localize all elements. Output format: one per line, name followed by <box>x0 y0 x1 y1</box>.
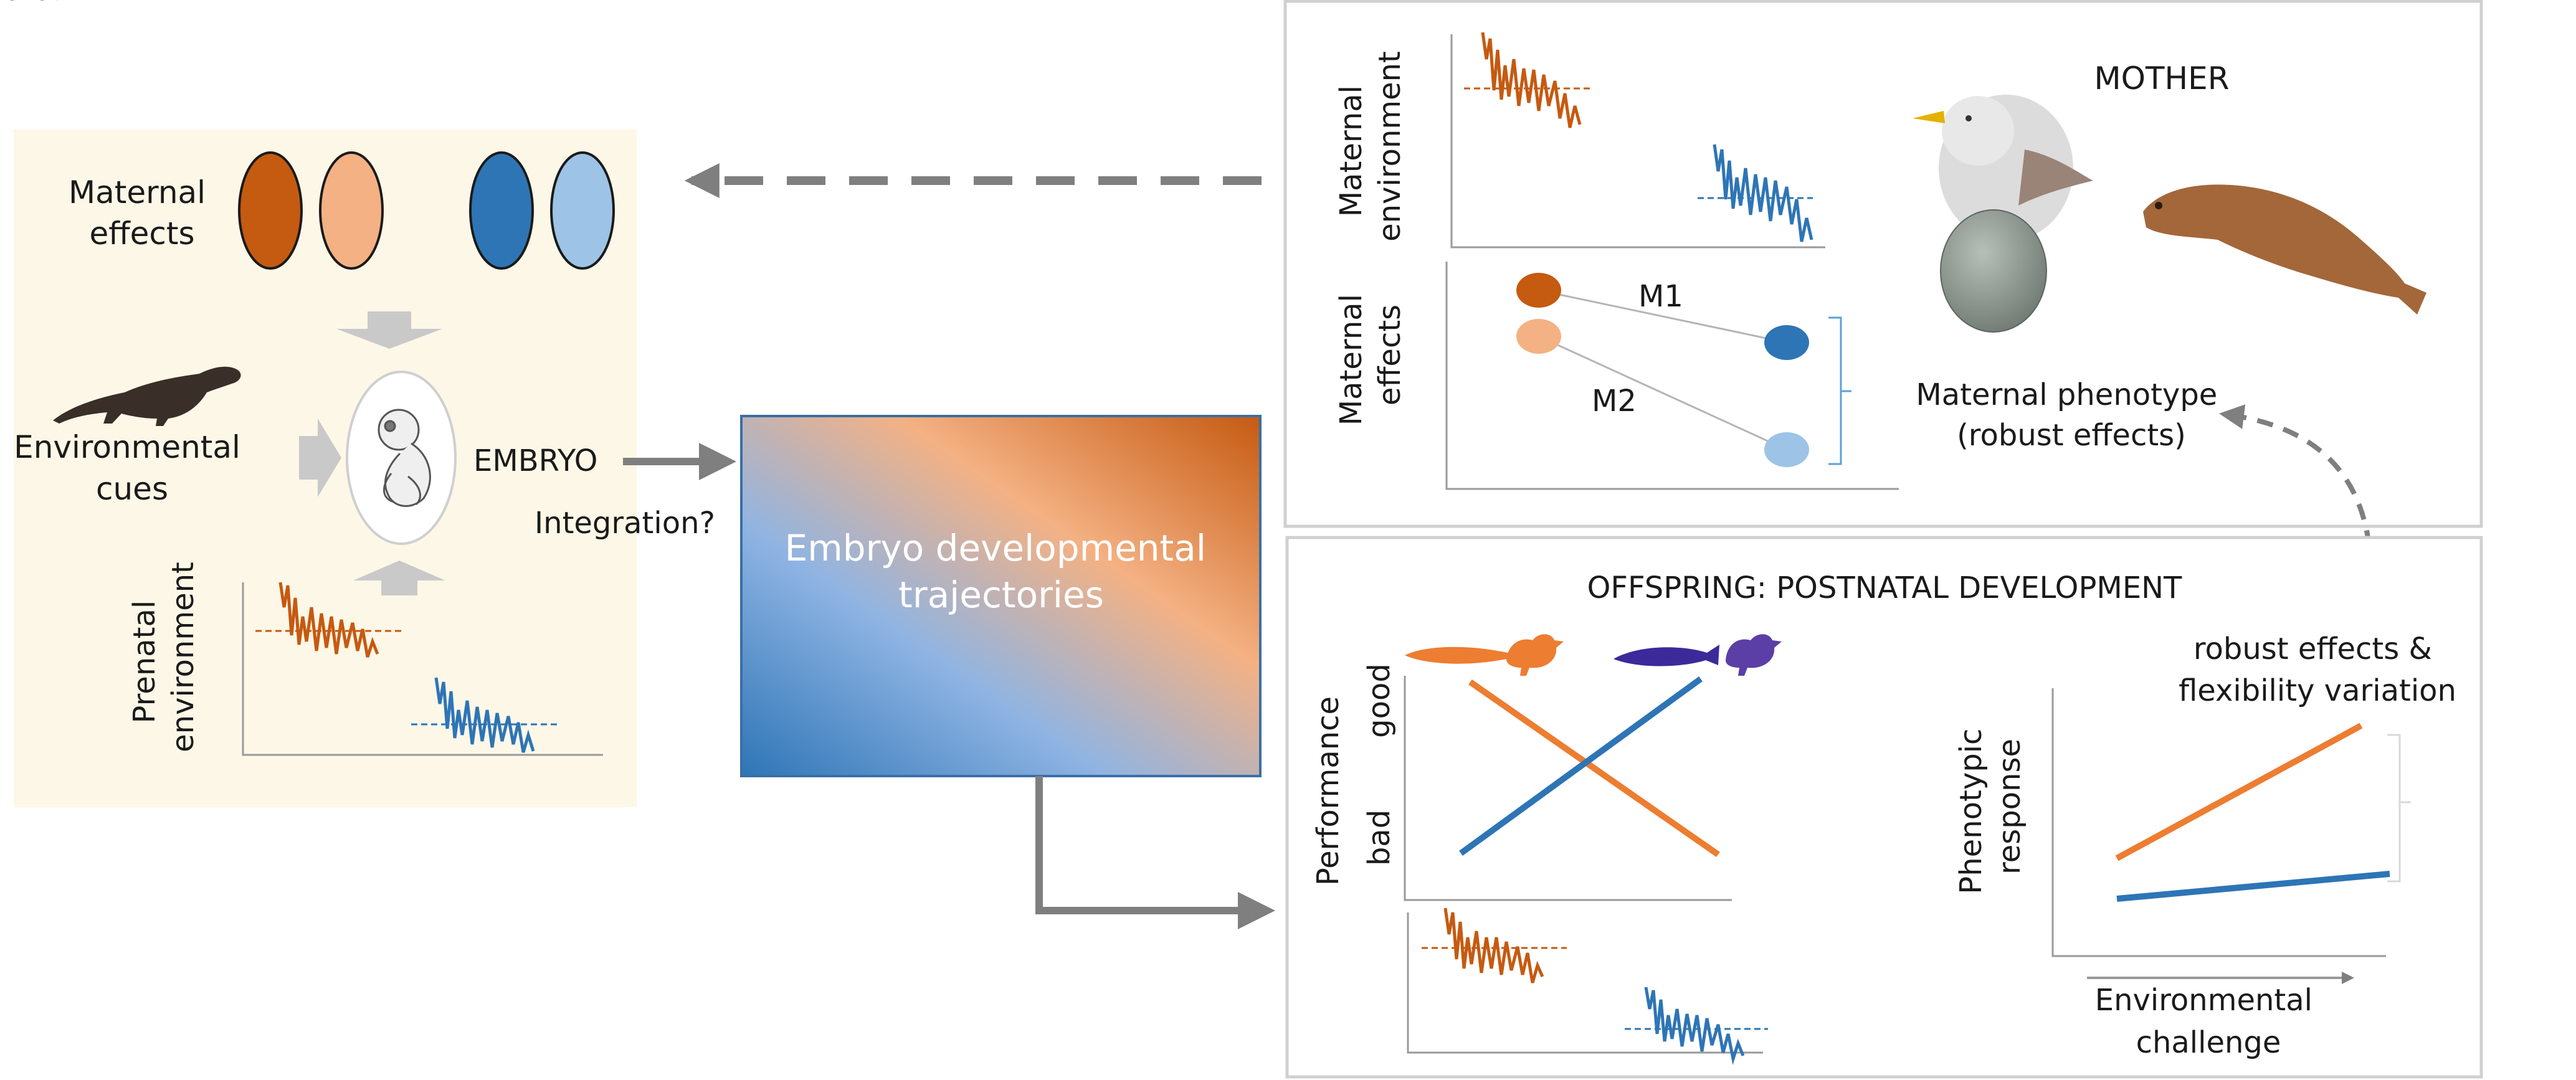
maternal-environment-axes <box>1450 34 1825 249</box>
postnatal-blue-signal <box>1644 987 1745 1065</box>
bird-silhouette-dark-icon <box>1726 634 1782 676</box>
maternal-effects-axes <box>1445 262 1899 490</box>
embryo-label: EMBRYO <box>473 443 597 478</box>
phenotypic-response-axes <box>2051 688 2386 957</box>
m2-start-dot <box>1516 319 1561 354</box>
trajectories-gradient <box>740 415 1262 777</box>
egg-icon <box>1940 209 2047 333</box>
performance-orange-line <box>1468 679 1720 858</box>
maternal-blue-signal <box>1713 144 1813 242</box>
integration-label: Integration? <box>535 506 715 541</box>
mink-silhouette-icon <box>53 366 241 426</box>
bird-silhouette-icon <box>1506 634 1564 676</box>
maternal-effect-light-orange <box>319 151 384 270</box>
m2-end-dot <box>1764 432 1809 467</box>
m1-end-dot <box>1764 325 1809 360</box>
m2-label: M2 <box>1592 384 1637 419</box>
embryo-trajectories-box: Embryo developmental trajectories <box>740 415 1262 777</box>
response-orange-line <box>2115 722 2363 861</box>
chevron-up-arrow <box>353 561 445 595</box>
prenatal-environment-chart <box>242 582 603 756</box>
trajectory-to-offspring-arrow <box>1035 776 1275 929</box>
maternal-environment-label: Maternal environment <box>1334 51 1407 242</box>
trajectories-label: Embryo developmental trajectories <box>785 527 1218 616</box>
gull-icon <box>1913 95 2093 242</box>
maternal-effects-bracket <box>1828 316 1851 465</box>
prenatal-orange-signal <box>278 582 379 658</box>
chevron-right-arrow <box>299 419 341 497</box>
fish-silhouette-icon <box>1405 645 1520 664</box>
phenotypic-response-label: Phenotypic response <box>1954 719 2027 894</box>
maternal-effect-dark-orange <box>238 151 303 270</box>
prenatal-environment-label-rotated: Prenatal environment <box>127 562 201 752</box>
performance-blue-line <box>1459 676 1703 856</box>
maternal-effects-label: Maternal effects <box>69 174 216 252</box>
prenatal-blue-signal <box>434 677 535 753</box>
m1-label: M1 <box>1638 279 1683 314</box>
offspring-panel: OFFSPRING: POSTNATAL DEVELOPMENT Perform… <box>1285 536 2483 1079</box>
mother-title: MOTHER <box>2094 60 2230 97</box>
maternal-phenotype-label: Maternal phenotype (robust effects) <box>1916 377 2227 453</box>
offspring-panel-border <box>1285 536 2483 1079</box>
embryo-illustration-icon <box>378 409 431 507</box>
postnatal-orange-signal <box>1443 907 1544 983</box>
response-bracket <box>2387 734 2411 883</box>
postnatal-environment-axes <box>1407 912 1763 1054</box>
prenatal-axes <box>242 582 603 756</box>
left-panel: Maternal effects Environmental cues EMBR… <box>0 0 715 807</box>
environmental-cues-label: Environmental cues <box>14 429 250 507</box>
chevron-down-arrow <box>336 311 442 349</box>
response-blue-line <box>2116 871 2390 902</box>
m1-line <box>1538 289 1787 344</box>
seal-icon <box>2143 184 2426 315</box>
maternal-effect-light-blue <box>550 151 615 270</box>
bad-label: bad <box>1362 810 1397 866</box>
maternal-effects-axis-label: Maternal effects <box>1334 285 1407 426</box>
maternal-orange-signal <box>1481 32 1582 128</box>
performance-label: Performance <box>1311 696 1346 886</box>
prenatal-environment-label: Prenatal <box>0 0 62 7</box>
performance-axes <box>1404 676 1732 901</box>
maternal-effect-dark-blue <box>469 151 534 270</box>
offspring-title: OFFSPRING: POSTNATAL DEVELOPMENT <box>1587 571 2182 605</box>
robust-flexibility-label: robust effects & flexibility variation <box>2179 632 2456 708</box>
good-label: good <box>1362 663 1397 738</box>
m1-start-dot <box>1516 273 1561 308</box>
m2-line <box>1538 335 1787 451</box>
fish-silhouette-dark-icon <box>1614 645 1719 666</box>
env-challenge-label: Environmental challenge <box>2095 983 2322 1060</box>
mother-panel: Maternal environment Maternal effects M1… <box>1283 0 2483 528</box>
